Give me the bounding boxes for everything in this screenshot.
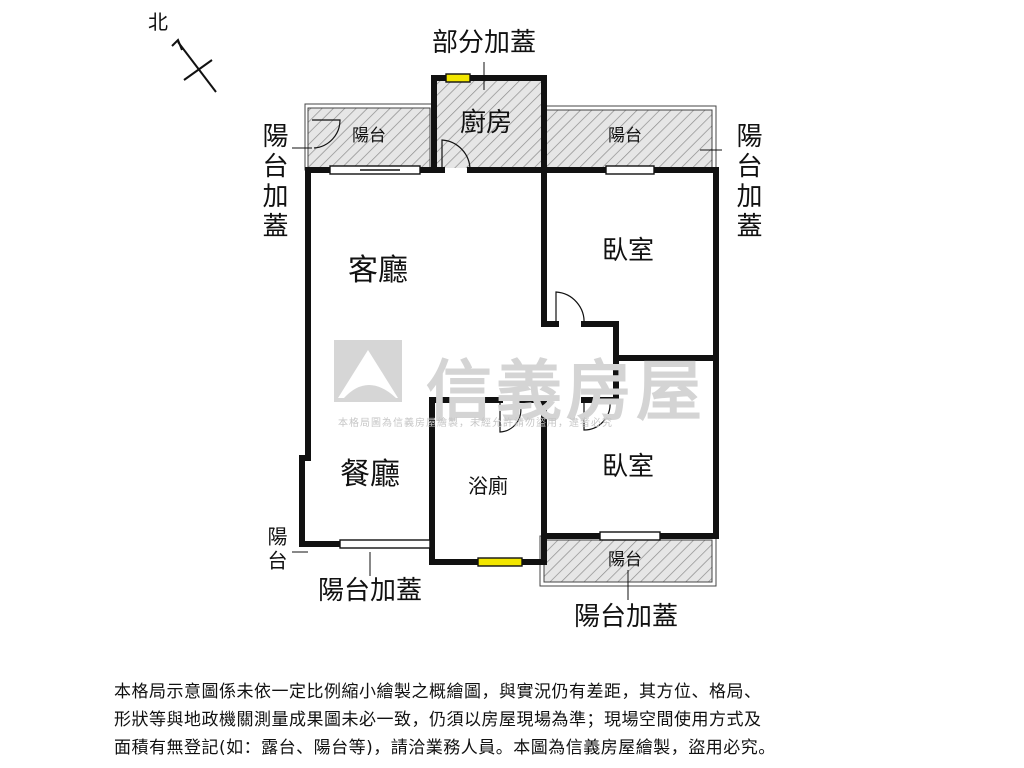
disclaimer-line-1: 本格局示意圖係未依一定比例縮小繪製之概繪圖，與實況仍有差距，其方位、格局、 bbox=[114, 682, 762, 702]
annotation-bottom-left-enclosed: 陽台加蓋 bbox=[318, 576, 423, 606]
windows bbox=[329, 165, 661, 549]
doors bbox=[312, 119, 611, 433]
kitchen-floor bbox=[434, 78, 544, 168]
room-dining: 餐廳 bbox=[340, 457, 400, 492]
room-bedroom-bottom: 臥室 bbox=[602, 452, 655, 482]
disclaimer-line-3: 面積有無登記(如：露台、陽台等)，請洽業務人員。本圖為信義房屋繪製，盜用必究。 bbox=[114, 738, 776, 758]
room-living: 客廳 bbox=[348, 253, 408, 288]
watermark-logo-icon bbox=[334, 340, 402, 402]
balcony-label-top-right: 陽台 bbox=[608, 126, 642, 146]
balcony-label-bottom-right: 陽台 bbox=[608, 550, 642, 570]
annotation-right-balcony-enclosed: 陽台加蓋 bbox=[732, 122, 762, 242]
watermark-notice: 本格局圖為信義房屋繪製，未經允許請勿盜用，違者必究 bbox=[338, 418, 613, 429]
north-label: 北 bbox=[148, 10, 168, 34]
annotation-partial-enclosure: 部分加蓋 bbox=[432, 28, 537, 58]
yellow-windows bbox=[445, 73, 523, 567]
room-bathroom: 浴廁 bbox=[468, 474, 508, 498]
room-bedroom-top: 臥室 bbox=[602, 236, 655, 266]
room-kitchen: 廚房 bbox=[460, 108, 513, 138]
disclaimer-line-2: 形狀等與地政機關測量成果圖未必一致，仍須以房屋現場為準；現場空間使用方式及 bbox=[114, 710, 762, 730]
north-arrow-icon bbox=[171, 38, 217, 93]
balcony-label-top-left: 陽台 bbox=[352, 126, 386, 146]
watermark-brand: 信義房屋 bbox=[426, 353, 706, 430]
annotation-left-balcony-enclosed: 陽台加蓋 bbox=[258, 122, 288, 242]
annotation-bottom-right-enclosed: 陽台加蓋 bbox=[574, 602, 679, 632]
leader-lines bbox=[292, 62, 722, 600]
disclaimer: 本格局示意圖係未依一定比例縮小繪製之概繪圖，與實況仍有差距，其方位、格局、 形狀… bbox=[114, 678, 914, 762]
annotation-small-balcony: 陽台 bbox=[264, 526, 288, 574]
